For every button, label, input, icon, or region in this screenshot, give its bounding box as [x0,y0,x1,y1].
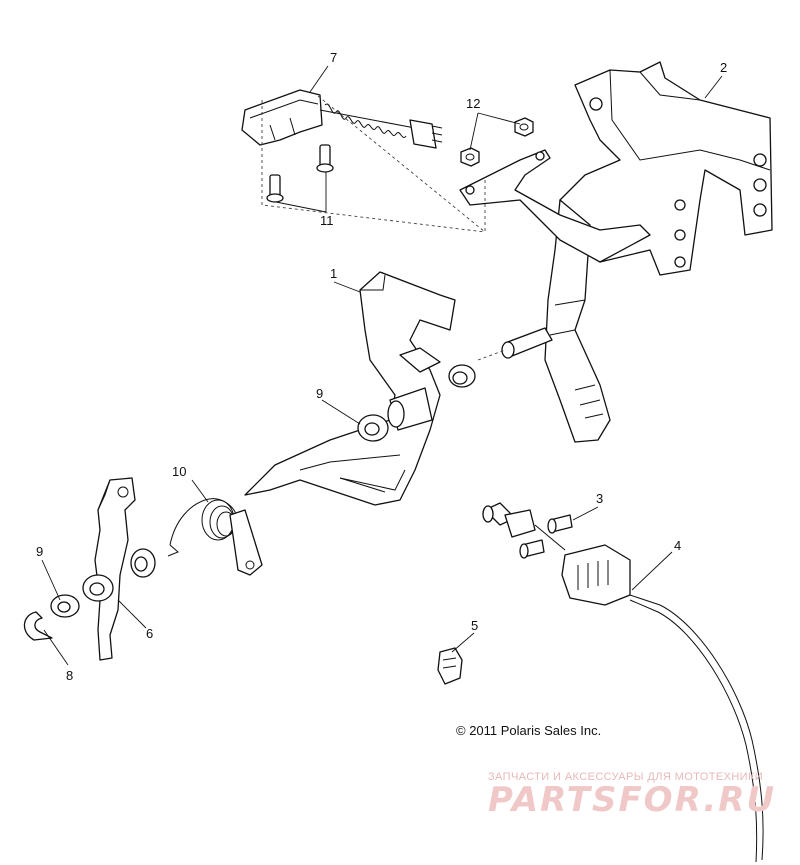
torsion-spring-part-10 [167,498,263,576]
washer-part-9-lower [50,574,114,618]
nut-part-12 [460,117,534,167]
callout-7: 7 [330,50,337,65]
callout-9-upper: 9 [316,386,323,401]
e-clip-part-8 [23,611,53,641]
callout-2: 2 [720,60,727,75]
callout-3: 3 [596,491,603,506]
callout-leaders [41,65,723,666]
callout-8: 8 [66,668,73,683]
callout-11: 11 [320,213,334,228]
bolt-part-3 [519,514,573,559]
washer-part-9-upper [357,414,389,442]
bushing-upper [448,364,476,388]
mounting-bracket-part-2 [459,61,773,443]
bushing-lower [130,548,156,578]
switch-assembly-part-7 [241,89,443,149]
watermark-logo: PARTSFOR.RU [488,780,777,820]
callout-1: 1 [330,266,337,281]
callout-5: 5 [471,618,478,633]
assembly-guide-lines [261,95,506,361]
callout-10: 10 [172,464,186,479]
clip-part-5 [437,647,463,685]
bolt-part-11 [266,144,334,203]
callout-6: 6 [146,626,153,641]
cable-part-4 [482,502,764,863]
callout-labels: 1 2 3 4 5 6 7 8 9 9 10 11 12 [36,50,727,683]
copyright-notice: © 2011 Polaris Sales Inc. [456,723,602,738]
callout-9-lower: 9 [36,544,43,559]
watermark-tagline: ЗАПЧАСТИ И АКСЕССУАРЫ ДЛЯ МОТОТЕХНИКИ [488,771,764,783]
lever-arm-part-6 [94,477,136,661]
callout-12: 12 [466,96,480,111]
callout-4: 4 [674,538,681,553]
pedal-lever-part-1 [244,271,456,506]
